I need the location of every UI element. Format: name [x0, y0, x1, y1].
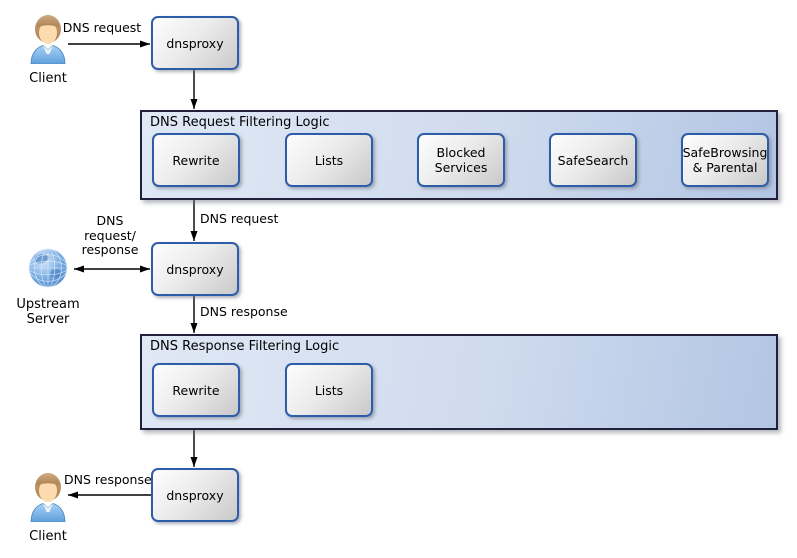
- step-label: Rewrite: [172, 382, 220, 398]
- step-label: SafeSearch: [557, 152, 629, 168]
- step-label: Blocked Services: [434, 145, 488, 175]
- step-lists-request: Lists: [285, 133, 373, 187]
- person-icon: [30, 15, 66, 65]
- edge-label-dns-response-bottom: DNS response: [64, 472, 152, 487]
- step-lists-response: Lists: [285, 363, 373, 417]
- node-dnsproxy-middle: dnsproxy: [151, 242, 239, 296]
- person-icon: [30, 473, 66, 523]
- node-dnsproxy-bottom: dnsproxy: [151, 468, 239, 522]
- step-label: Rewrite: [172, 152, 220, 168]
- step-safebrowsing-parental: SafeBrowsing & Parental: [681, 133, 769, 187]
- actor-client-bottom-label: Client: [29, 529, 67, 544]
- step-label: SafeBrowsing & Parental: [682, 145, 768, 175]
- actor-upstream-server-label: Upstream Server: [16, 297, 80, 327]
- actor-client-top-label: Client: [29, 71, 67, 86]
- step-safesearch: SafeSearch: [549, 133, 637, 187]
- edge-label-dns-request-middle: DNS request: [200, 211, 279, 226]
- edge-label-dns-request-top: DNS request: [62, 20, 142, 35]
- step-rewrite-request: Rewrite: [152, 133, 240, 187]
- edge-label-dns-response-middle: DNS response: [200, 304, 288, 319]
- group-request-filtering-title: DNS Request Filtering Logic: [150, 115, 330, 130]
- step-label: Lists: [314, 152, 344, 168]
- actor-client-top: Client: [26, 14, 70, 86]
- step-label: Lists: [314, 382, 344, 398]
- node-dnsproxy-top: dnsproxy: [151, 16, 239, 70]
- node-dnsproxy-bottom-label: dnsproxy: [166, 487, 224, 503]
- node-dnsproxy-middle-label: dnsproxy: [166, 261, 224, 277]
- edge-label-dns-request-response: DNS request/ response: [81, 213, 139, 257]
- group-request-filtering: DNS Request Filtering Logic Rewrite List…: [140, 110, 778, 200]
- group-response-filtering-title: DNS Response Filtering Logic: [150, 339, 340, 354]
- step-blocked-services: Blocked Services: [417, 133, 505, 187]
- step-rewrite-response: Rewrite: [152, 363, 240, 417]
- node-dnsproxy-top-label: dnsproxy: [166, 35, 224, 51]
- actor-client-bottom: Client: [26, 472, 70, 544]
- actor-upstream-server: Upstream Server: [6, 247, 90, 327]
- globe-icon: [28, 248, 68, 288]
- group-response-filtering: DNS Response Filtering Logic Rewrite Lis…: [140, 334, 778, 430]
